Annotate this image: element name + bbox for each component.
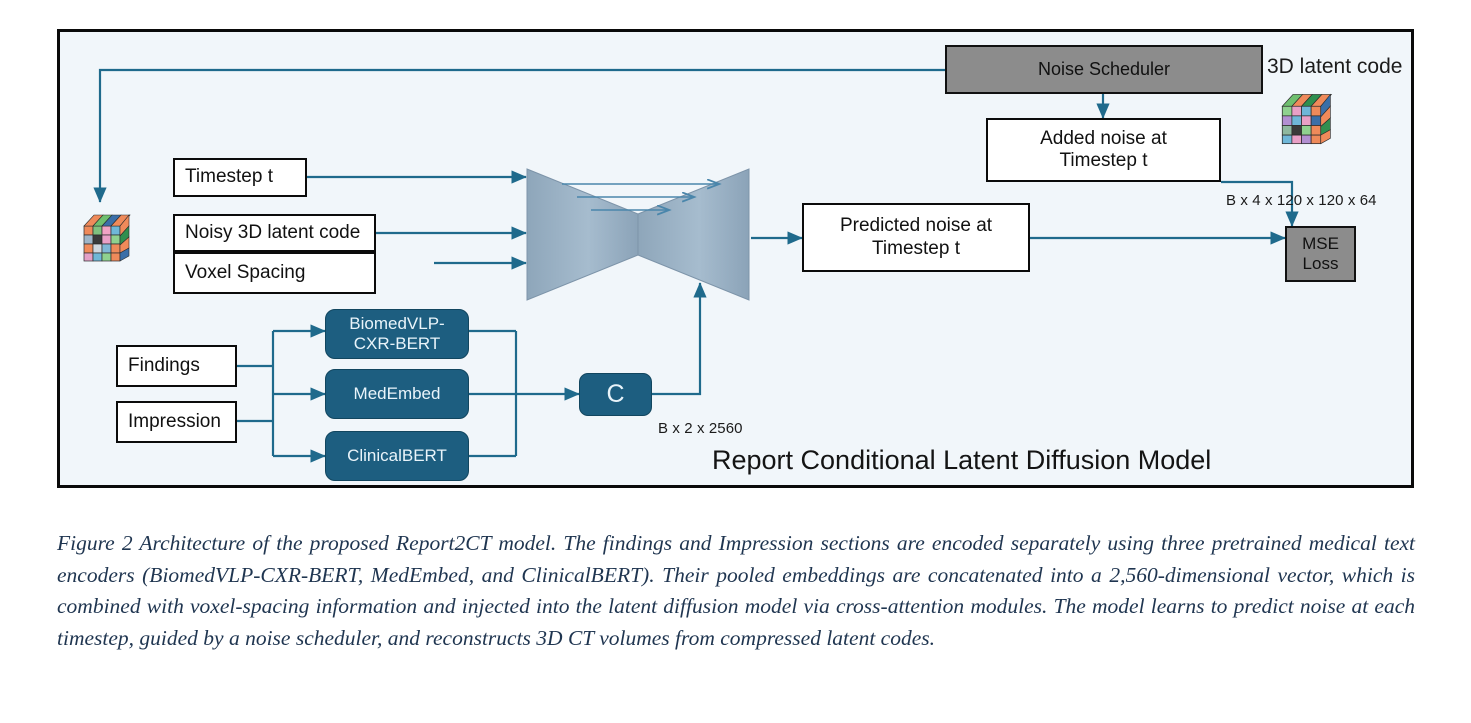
findings-box[interactable]: Findings bbox=[116, 345, 237, 387]
added-noise-label-line1: Added noise at bbox=[1040, 127, 1167, 149]
panel-title: Report Conditional Latent Diffusion Mode… bbox=[712, 445, 1212, 475]
encoder-medembed-box[interactable]: MedEmbed bbox=[325, 369, 469, 419]
findings-label: Findings bbox=[128, 354, 200, 376]
noise-scheduler-box[interactable]: Noise Scheduler bbox=[945, 45, 1263, 94]
impression-box[interactable]: Impression bbox=[116, 401, 237, 443]
voxel-cube-icon-right bbox=[1281, 93, 1333, 145]
encoder-biomedvlp-cxr-bert-box[interactable]: BiomedVLP- CXR-BERT bbox=[325, 309, 469, 359]
timestep-label: Timestep t bbox=[185, 166, 273, 188]
added-noise-box[interactable]: Added noise at Timestep t bbox=[986, 118, 1221, 182]
concat-box[interactable]: C bbox=[579, 373, 652, 416]
figure-caption: Figure 2 Architecture of the proposed Re… bbox=[57, 528, 1415, 654]
encoder-medembed-label: MedEmbed bbox=[353, 384, 441, 404]
noisy-latent-box[interactable]: Noisy 3D latent code bbox=[173, 214, 376, 252]
mse-loss-label-line2: Loss bbox=[1302, 254, 1339, 273]
voxel-spacing-label: Voxel Spacing bbox=[185, 261, 306, 283]
encoder-clinicalbert-box[interactable]: ClinicalBERT bbox=[325, 431, 469, 481]
encoder-biomedvlp-label-line2: CXR-BERT bbox=[353, 334, 441, 353]
predicted-noise-label-line2: Timestep t bbox=[872, 237, 960, 259]
latent-shape-label: B x 4 x 120 x 120 x 64 bbox=[1226, 192, 1377, 209]
impression-label: Impression bbox=[128, 410, 221, 432]
added-noise-label-line2: Timestep t bbox=[1059, 150, 1148, 171]
encoder-biomedvlp-label-line1: BiomedVLP- bbox=[349, 314, 445, 334]
timestep-box[interactable]: Timestep t bbox=[173, 158, 307, 197]
concat-shape-label: B x 2 x 2560 bbox=[658, 420, 743, 437]
figure-caption-text: Figure 2 Architecture of the proposed Re… bbox=[57, 531, 1415, 650]
mse-loss-box[interactable]: MSE Loss bbox=[1285, 226, 1356, 282]
latent-code-caption: 3D latent code bbox=[1267, 55, 1403, 78]
predicted-noise-box[interactable]: Predicted noise at Timestep t bbox=[802, 203, 1030, 272]
noisy-latent-label: Noisy 3D latent code bbox=[185, 221, 361, 243]
encoder-clinicalbert-label: ClinicalBERT bbox=[347, 446, 447, 466]
figure-panel: Noise Scheduler Added noise at Timestep … bbox=[57, 29, 1414, 488]
voxel-spacing-box[interactable]: Voxel Spacing bbox=[173, 252, 376, 294]
concat-label: C bbox=[606, 380, 625, 408]
noise-scheduler-label: Noise Scheduler bbox=[1037, 59, 1171, 80]
unet-hourglass bbox=[526, 168, 750, 301]
voxel-cube-icon-left bbox=[83, 214, 131, 262]
predicted-noise-label-line1: Predicted noise at bbox=[839, 215, 993, 237]
mse-loss-label-line1: MSE bbox=[1302, 234, 1339, 254]
